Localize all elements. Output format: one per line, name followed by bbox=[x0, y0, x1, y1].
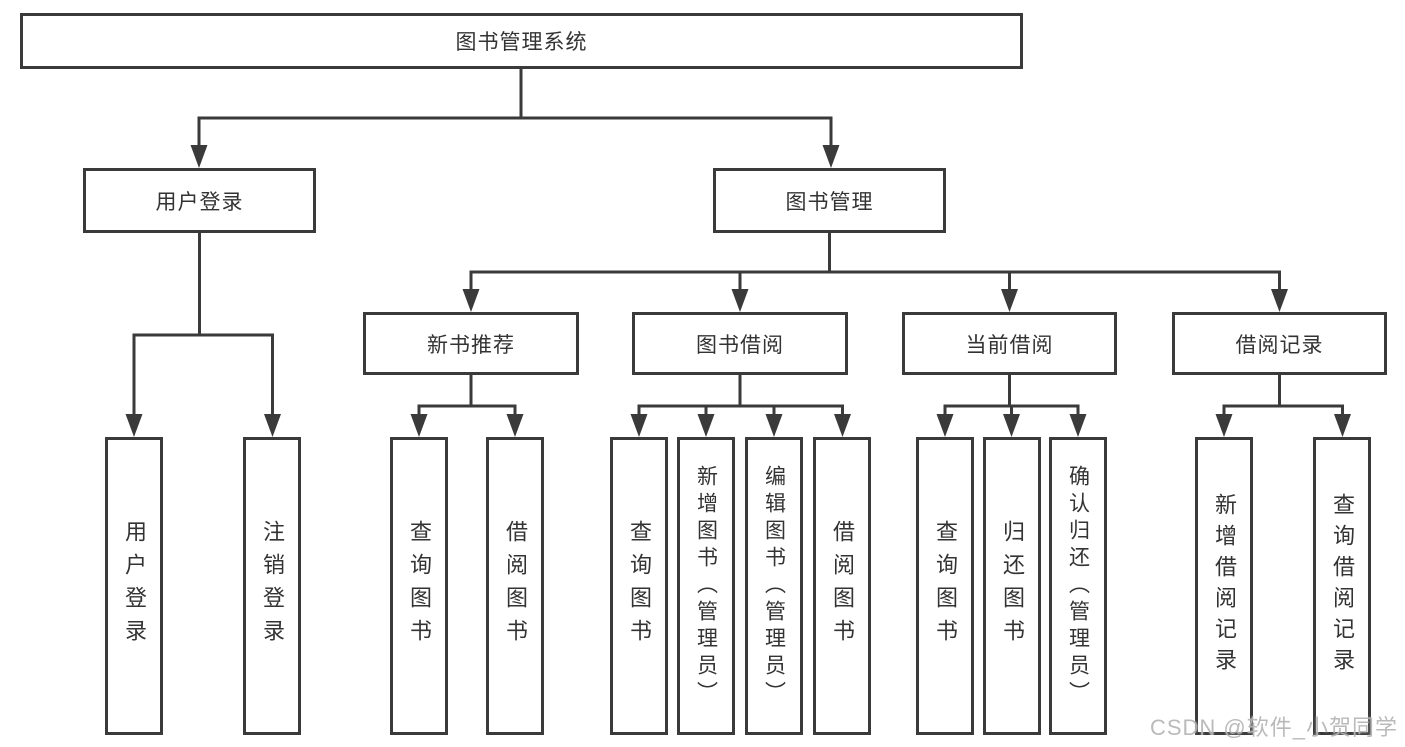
node-leaf-user-login: 用户登录 bbox=[105, 437, 163, 735]
node-label: 新增借阅记录 bbox=[1212, 493, 1237, 679]
node-label: 查询图书 bbox=[407, 520, 432, 652]
node-label: 当前借阅 bbox=[965, 333, 1054, 357]
node-current-query-books: 查询图书 bbox=[916, 437, 974, 735]
node-book-borrowing: 图书借阅 bbox=[632, 312, 848, 375]
node-label: 归还图书 bbox=[1000, 520, 1025, 652]
node-new-book-recommendation: 新书推荐 bbox=[363, 312, 579, 375]
node-label: 用户登录 bbox=[155, 190, 244, 214]
node-current-confirm-return-admin: 确认归还（管理员） bbox=[1049, 437, 1107, 735]
node-label: 图书借阅 bbox=[696, 333, 784, 357]
node-label: 编辑图书（管理员） bbox=[762, 464, 786, 708]
node-label: 借阅图书 bbox=[830, 520, 855, 652]
node-borrowing-add-books-admin: 新增图书（管理员） bbox=[677, 437, 735, 735]
node-current-return-books: 归还图书 bbox=[983, 437, 1041, 735]
node-label: 用户登录 bbox=[122, 520, 147, 652]
node-label: 借阅图书 bbox=[503, 520, 528, 652]
node-recommend-borrow-books: 借阅图书 bbox=[486, 437, 544, 735]
node-borrowing-query-books: 查询图书 bbox=[610, 437, 668, 735]
node-leaf-logout: 注销登录 bbox=[243, 437, 301, 735]
node-current-borrowing: 当前借阅 bbox=[902, 312, 1117, 375]
node-recommend-query-books: 查询图书 bbox=[390, 437, 448, 735]
node-records-query-borrow-record: 查询借阅记录 bbox=[1313, 437, 1371, 735]
node-label: 图书管理 bbox=[785, 190, 874, 214]
node-user-login: 用户登录 bbox=[83, 168, 316, 233]
node-label: 新增图书（管理员） bbox=[694, 464, 718, 708]
node-label: 注销登录 bbox=[260, 520, 285, 652]
node-label: 新书推荐 bbox=[427, 333, 515, 357]
node-records-add-borrow-record: 新增借阅记录 bbox=[1195, 437, 1253, 735]
node-borrowing-edit-books-admin: 编辑图书（管理员） bbox=[745, 437, 803, 735]
node-label: 查询图书 bbox=[933, 520, 958, 652]
node-borrowing-borrow-books: 借阅图书 bbox=[813, 437, 871, 735]
csdn-watermark: CSDN @软件_小贺同学 bbox=[1149, 715, 1398, 740]
node-library-management-system: 图书管理系统 bbox=[20, 13, 1023, 69]
node-label: 图书管理系统 bbox=[455, 31, 588, 54]
node-book-management: 图书管理 bbox=[713, 168, 946, 233]
node-borrowing-records: 借阅记录 bbox=[1172, 312, 1387, 375]
node-label: 查询图书 bbox=[627, 520, 652, 652]
node-label: 借阅记录 bbox=[1235, 333, 1324, 357]
node-label: 查询借阅记录 bbox=[1330, 493, 1355, 679]
node-label: 确认归还（管理员） bbox=[1066, 464, 1090, 708]
